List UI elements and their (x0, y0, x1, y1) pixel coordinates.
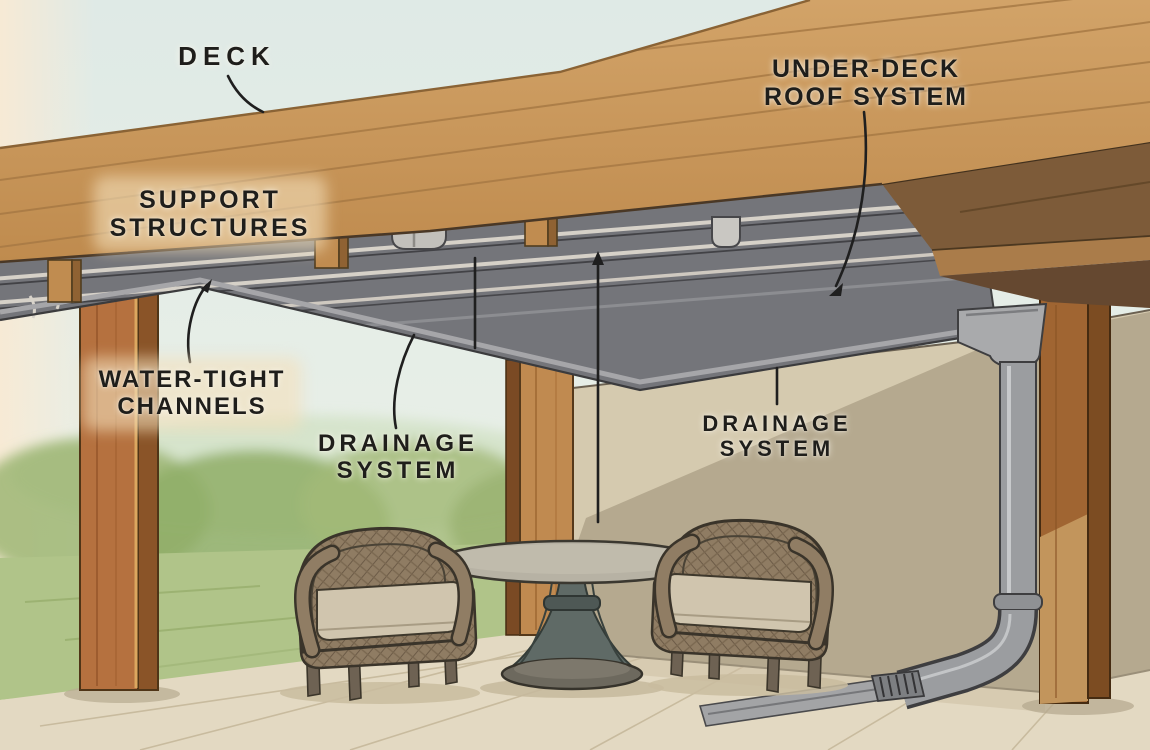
floor-drain-channel (698, 670, 926, 727)
leader-drainage-left (392, 333, 416, 430)
deck-soffit-planes (881, 140, 1150, 308)
label-text: SYSTEM (336, 456, 460, 484)
label-drainage-system-right: DRAINAGE SYSTEM (702, 411, 852, 461)
downspout (896, 302, 1048, 710)
label-text: STRUCTURES (109, 214, 311, 242)
label-under-deck-roof-system: UNDER-DECK ROOF SYSTEM (764, 55, 968, 111)
label-text: UNDER-DECK (771, 55, 961, 83)
label-deck: DECK (178, 41, 276, 71)
label-text: CHANNELS (117, 392, 267, 420)
label-water-tight-channels: WATER-TIGHT CHANNELS (98, 366, 286, 421)
wicker-armchair (280, 526, 480, 704)
label-text: DRAINAGE (702, 411, 852, 436)
label-drainage-system-left: DRAINAGE SYSTEM (317, 430, 479, 485)
leader-under-deck (834, 110, 868, 288)
label-support-structures: SUPPORT STRUCTURES (110, 186, 311, 242)
patio-table (435, 539, 709, 698)
arrowhead-water-tight (201, 279, 212, 293)
label-text: SUPPORT (139, 186, 281, 214)
label-text: WATER-TIGHT (98, 366, 286, 393)
label-text: SYSTEM (719, 435, 835, 461)
label-text: ROOF SYSTEM (764, 83, 968, 111)
under-deck-ceiling (0, 183, 998, 392)
leader-lines (186, 74, 868, 524)
leader-deck (226, 74, 265, 114)
label-text: DRAINAGE (317, 430, 479, 457)
label-text: DECK (178, 41, 276, 71)
arrowhead-drain-pointer (592, 251, 604, 265)
arrowhead-under-deck (829, 283, 843, 296)
right-support-post (1022, 297, 1134, 715)
